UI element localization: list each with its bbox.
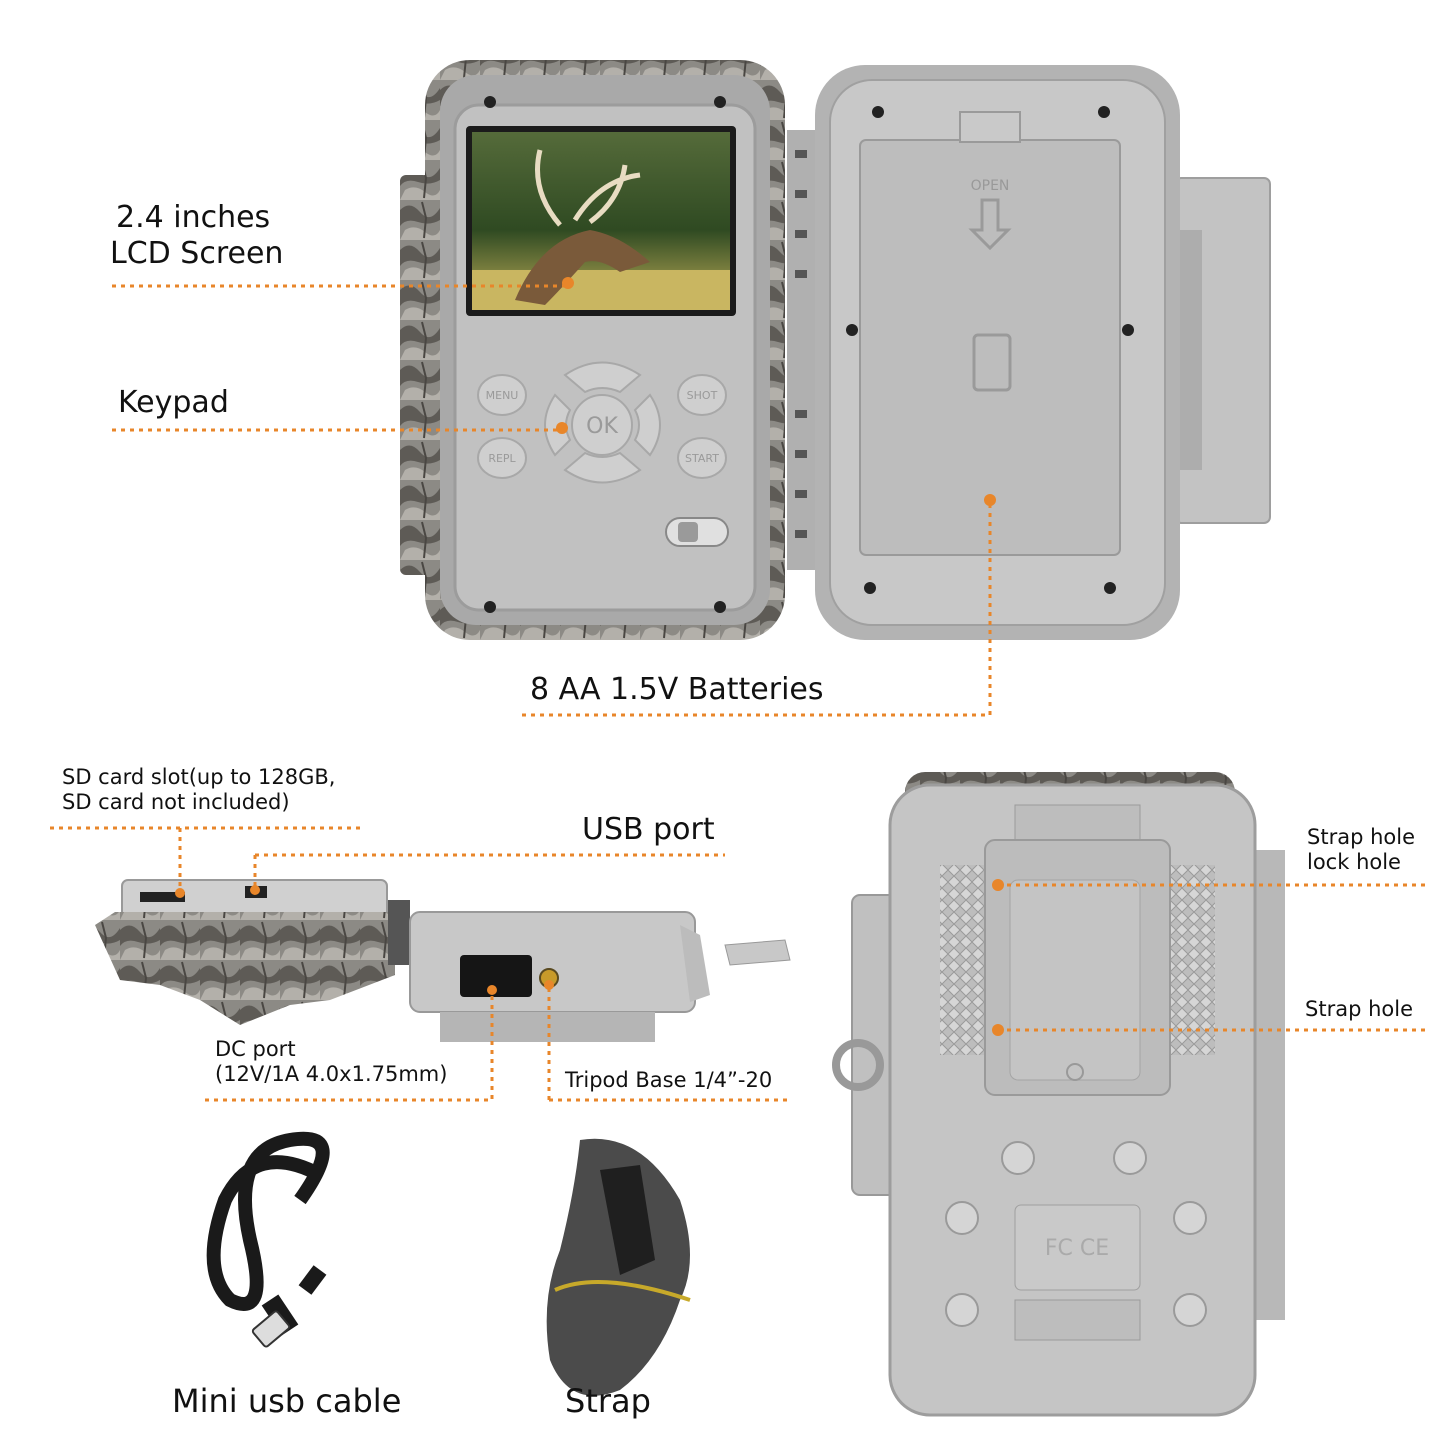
start-key-text: START [685, 452, 719, 465]
strap-lock-line2: lock hole [1307, 850, 1401, 875]
menu-key-text: MENU [486, 389, 519, 402]
camera-open-battery: OPEN [815, 65, 1271, 640]
batteries-label: 8 AA 1.5V Batteries [530, 672, 824, 707]
usb-cable-illustration [206, 1131, 330, 1348]
ok-key-text: OK [586, 414, 618, 439]
callout-usb [253, 853, 725, 890]
strap-lock-hole-label: Strap hole lock hole [1307, 825, 1415, 875]
fcc-ce-marks: FC CE [1045, 1236, 1109, 1261]
dc-label-line2: (12V/1A 4.0x1.75mm) [215, 1062, 448, 1087]
dc-port-label: DC port (12V/1A 4.0x1.75mm) [215, 1037, 447, 1087]
camera-open-front: MENU SHOT REPL START OK [400, 60, 815, 640]
open-embossed-text: OPEN [971, 178, 1010, 194]
callout-dc [205, 990, 494, 1102]
callout-batteries [522, 500, 992, 717]
callout-lines [50, 284, 1425, 1102]
lcd-label-line1: 2.4 inches [116, 200, 271, 235]
keypad-label: Keypad [118, 385, 229, 420]
lcd-label-line2: LCD Screen [110, 236, 284, 271]
dc-label-line1: DC port [215, 1037, 296, 1061]
strap-label: Strap [565, 1382, 651, 1420]
strap-lock-line1: Strap hole [1307, 825, 1415, 849]
callout-sd-slot [50, 826, 365, 893]
callout-dots [175, 277, 1004, 1036]
lcd-screen-label: 2.4 inches LCD Screen [110, 200, 283, 272]
strap-hole-label: Strap hole [1305, 997, 1413, 1021]
sd-label-line1: SD card slot(up to 128GB, [62, 765, 336, 789]
camera-back-view: FC CE [832, 772, 1285, 1417]
usb-port-label: USB port [582, 812, 715, 847]
strap-illustration [546, 1138, 691, 1396]
repl-key-text: REPL [488, 452, 516, 465]
callout-tripod [547, 985, 792, 1102]
keypad-illustration [477, 361, 727, 484]
camera-side-view [95, 879, 791, 1042]
sd-slot-label: SD card slot(up to 128GB, SD card not in… [62, 765, 335, 815]
mini-usb-cable-label: Mini usb cable [172, 1382, 402, 1420]
tripod-base-label: Tripod Base 1/4”-20 [565, 1068, 773, 1092]
shot-key-text: SHOT [687, 389, 718, 402]
sd-label-line2: SD card not included) [62, 790, 290, 815]
